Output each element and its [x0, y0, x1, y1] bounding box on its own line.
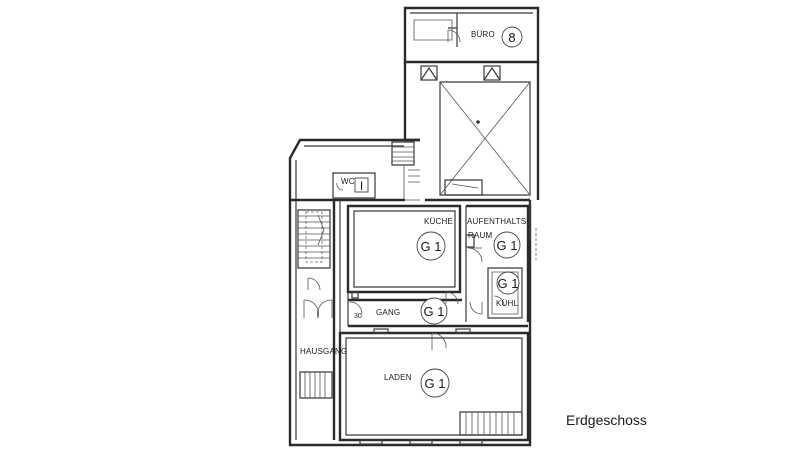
- room-label-aufenthaltsraum-2: RAUM: [468, 231, 492, 240]
- room-badge-circle-gang: [420, 297, 448, 325]
- room-label-kuehl: KÜHL: [496, 299, 518, 308]
- room-label-aufenthaltsraum-1: AUFENTHALTS-: [467, 217, 529, 226]
- room-laden: LADEN G 1: [384, 368, 450, 398]
- room-gang: 30 GANG G 1: [354, 297, 448, 325]
- dimension-label: 30: [354, 313, 362, 320]
- room-kuehl: G 1 KÜHL: [496, 271, 520, 308]
- room-badge-box-wc: [354, 177, 369, 193]
- room-label-kueche: KÜCHE: [424, 217, 453, 226]
- room-label-wc: WC: [341, 177, 355, 186]
- stair-main: [297, 209, 333, 399]
- room-badge-aufenthaltsraum: G 1: [497, 238, 518, 253]
- floor-title: Erdgeschoss: [566, 412, 647, 428]
- room-label-buero: BÜRO: [471, 30, 495, 39]
- room-badge-laden: G 1: [425, 376, 446, 391]
- room-label-hausgang: HAUSGANG: [300, 347, 347, 356]
- room-buero: BÜRO 8: [413, 13, 523, 81]
- outer-walls: [288, 6, 540, 447]
- windows: [351, 234, 523, 445]
- room-hausgang: HAUSGANG: [300, 347, 347, 356]
- doors: [303, 247, 505, 350]
- room-kueche: KÜCHE G 1: [416, 217, 453, 261]
- room-badge-wc: I: [360, 179, 363, 193]
- room-label-laden: LADEN: [384, 373, 412, 382]
- room-badge-buero: 8: [508, 30, 515, 45]
- stair-upper: [391, 141, 420, 201]
- room-badge-circle-laden: [420, 368, 450, 398]
- light-shaft: [439, 81, 531, 196]
- room-badge-circle-kuehl: [496, 271, 520, 295]
- room-wc: WC I: [332, 172, 376, 199]
- room-badge-circle-buero: [501, 26, 523, 48]
- room-badge-gang: G 1: [424, 304, 445, 319]
- interior-walls: [290, 198, 530, 442]
- room-badge-kuehl: G 1: [498, 276, 519, 291]
- room-badge-kueche: G 1: [421, 239, 442, 254]
- room-badge-circle-aufenthaltsraum: [493, 231, 521, 259]
- room-label-gang: GANG: [376, 308, 400, 317]
- room-badge-circle-kueche: [416, 231, 446, 261]
- room-aufenthaltsraum: AUFENTHALTS- RAUM G 1: [467, 217, 529, 259]
